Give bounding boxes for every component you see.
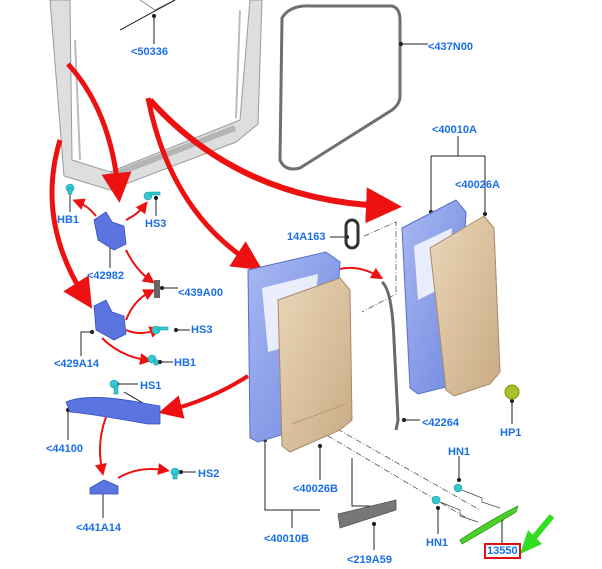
door-outer-skin-40026A [429,215,501,397]
grommet-14A163 [344,218,360,250]
label-HS1[interactable]: HS1 [140,380,162,392]
label-219A59[interactable]: <219A59 [347,554,392,566]
label-437N00[interactable]: <437N00 [428,41,473,53]
guide-lines [317,221,481,521]
label-HS3-upper[interactable]: HS3 [145,218,167,230]
plug-HP1 [504,384,520,400]
label-40010A[interactable]: <40010A [432,124,477,136]
label-439A00[interactable]: <439A00 [178,287,223,299]
door-seal-42264 [380,280,400,431]
label-50336[interactable]: <50336 [131,46,169,58]
label-44100[interactable]: <44100 [46,443,84,455]
hinge-42982 [93,211,127,251]
label-HS2[interactable]: HS2 [198,468,220,480]
label-40026A[interactable]: <40026A [455,179,500,191]
label-HB1-lower[interactable]: HB1 [174,357,197,369]
label-HP1[interactable]: HP1 [500,427,522,439]
label-42264[interactable]: <42264 [422,417,460,429]
label-40026B[interactable]: <40026B [293,483,338,495]
fasteners [65,183,463,505]
label-42982[interactable]: <42982 [87,270,125,282]
label-HS3-lower[interactable]: HS3 [191,324,213,336]
label-40010B[interactable]: <40010B [264,533,309,545]
plate-219A59 [337,499,397,529]
strip-guides [439,489,501,523]
label-HN1-lower[interactable]: HN1 [426,537,449,549]
label-13550-highlighted[interactable]: 13550 [484,543,521,559]
label-429A14[interactable]: <429A14 [54,358,99,370]
hinge-429A14 [93,299,127,341]
label-HB1-upper[interactable]: HB1 [57,214,80,226]
check-arm-44100 [65,397,161,425]
label-14A163[interactable]: 14A163 [287,231,326,243]
label-HN1-upper[interactable]: HN1 [448,446,471,458]
bracket-441A14 [89,479,119,495]
label-441A14[interactable]: <441A14 [76,522,121,534]
door-outer-skin-40026B [277,277,353,453]
window-seal-437N00 [278,4,402,171]
bracket-439A00 [154,280,160,298]
strip-13550 [459,505,519,545]
pointer-arrow [520,514,555,554]
